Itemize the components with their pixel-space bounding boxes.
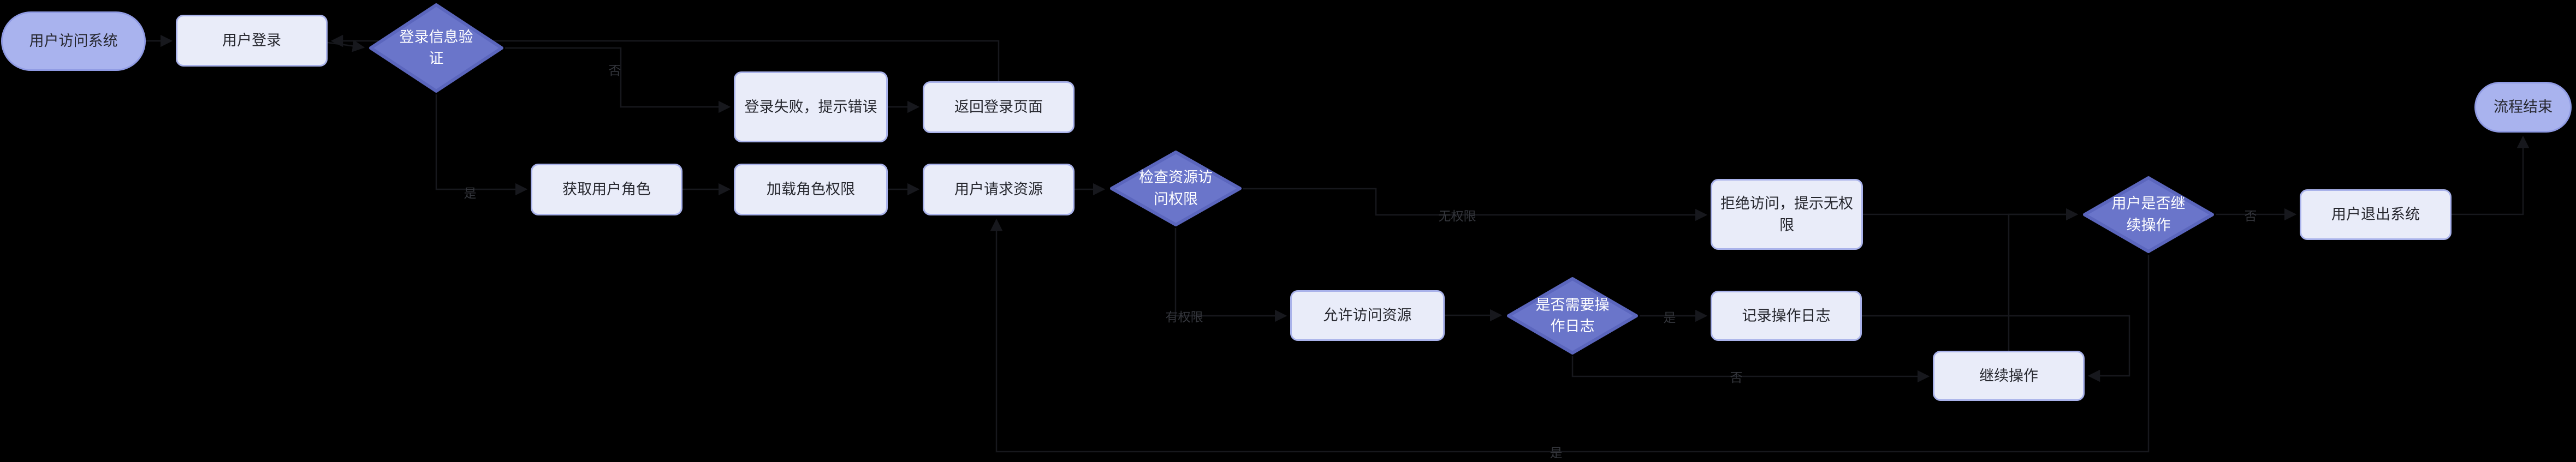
node-label: 检查资源访问权限: [1139, 169, 1213, 207]
node-login-failed: 登录失败，提示错误: [734, 71, 888, 142]
node-user-logout: 用户退出系统: [2300, 189, 2452, 240]
node-label: 允许访问资源: [1323, 307, 1412, 324]
node-get-user-role: 获取用户角色: [531, 164, 682, 215]
node-user-access-system: 用户访问系统: [1, 11, 146, 71]
node-label: 流程结束: [2494, 99, 2553, 116]
edge-recordlog-continue: [1862, 315, 2130, 382]
edge-checkaccess-allow: [1174, 228, 1287, 322]
node-label: 加载角色权限: [767, 181, 855, 198]
edge-label-no-permission: 无权限: [1438, 209, 1476, 223]
decision-need-operation-log: 是否需要操作日志: [1505, 275, 1640, 356]
node-label: 登录信息验证: [399, 28, 473, 67]
node-label: 继续操作: [1979, 367, 2038, 384]
edge-label-no-1: 否: [608, 63, 621, 77]
edge-checkaccess-deny: [1243, 188, 1708, 221]
decision-login-validation: 登录信息验证: [367, 2, 505, 94]
node-label: 是否需要操作日志: [1535, 296, 1610, 334]
edge-label-no-3: 否: [2244, 209, 2257, 223]
node-label: 记录操作日志: [1742, 307, 1831, 324]
node-continue-operation: 继续操作: [1933, 351, 2085, 401]
edge-label-has-permission: 有权限: [1165, 310, 1203, 324]
diamond-shape: [1110, 151, 1242, 226]
decision-user-continue: 用户是否继续操作: [2081, 175, 2216, 255]
edge-continue-usercontinue: [2008, 208, 2079, 351]
node-label: 拒绝访问，提示无权限: [1720, 195, 1853, 234]
node-user-login: 用户登录: [176, 15, 328, 67]
decision-check-access-permission: 检查资源访问权限: [1108, 149, 1243, 228]
node-label: 用户请求资源: [954, 181, 1043, 198]
edge-label-yes-3: 是: [1550, 446, 1563, 460]
edge-label-yes-2: 是: [1663, 310, 1676, 325]
diamond-shape: [2083, 176, 2214, 253]
node-label: 用户是否继续操作: [2111, 195, 2186, 233]
edge-login-validate: [327, 40, 365, 52]
node-label: 用户退出系统: [2331, 206, 2420, 223]
edge-usercontinue-loop: [990, 218, 2150, 453]
node-record-operation-log: 记录操作日志: [1711, 291, 1862, 341]
node-process-end: 流程结束: [2474, 82, 2572, 133]
diamond-shape: [369, 3, 503, 93]
edge-validate-yes-getrole: [435, 94, 528, 196]
diamond-shape: [1507, 277, 1638, 355]
node-label: 用户访问系统: [29, 33, 118, 50]
node-label: 返回登录页面: [954, 99, 1043, 116]
edge-returnlogin-login: [330, 34, 1000, 81]
node-load-role-permissions: 加载角色权限: [734, 164, 888, 215]
node-allow-access: 允许访问资源: [1290, 290, 1445, 341]
edge-logout-end: [2452, 135, 2530, 215]
node-label: 用户登录: [222, 32, 281, 49]
node-user-request-resource: 用户请求资源: [923, 164, 1075, 215]
edge-label-no-2: 否: [1730, 370, 1743, 385]
node-deny-access: 拒绝访问，提示无权限: [1711, 179, 1863, 250]
edge-needlog-continue: [1571, 356, 1930, 383]
edge-validate-no-loginfailed: [505, 47, 731, 113]
node-return-login-page: 返回登录页面: [923, 81, 1075, 133]
node-label: 获取用户角色: [562, 181, 651, 198]
node-label: 登录失败，提示错误: [744, 98, 877, 115]
edge-label-yes-1: 是: [464, 186, 477, 200]
